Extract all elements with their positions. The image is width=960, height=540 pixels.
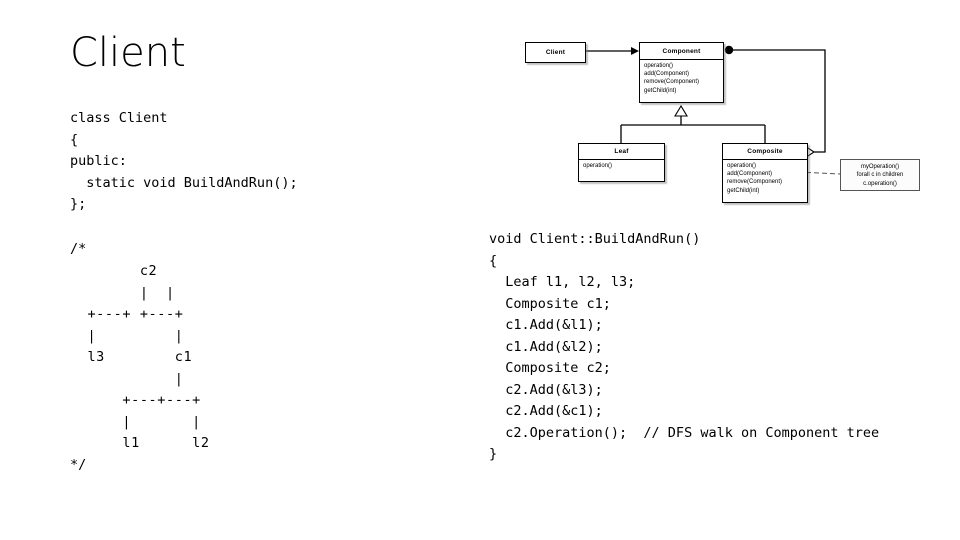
uml-component-divider — [640, 59, 723, 60]
aggregation-line-component-composite — [733, 49, 826, 153]
class-declaration-code: class Client { public: static void Build… — [70, 110, 298, 212]
implementation-code: void Client::BuildAndRun() { Leaf l1, l2… — [489, 231, 880, 462]
inheritance-triangle-icon — [674, 104, 688, 117]
uml-class-component-members: operation() add(Component) remove(Compon… — [644, 63, 700, 94]
uml-class-leaf-members: operation() — [583, 163, 613, 169]
ascii-tree-diagram: c2 | | +---+ +---+ | | l3 c1 | +---+---+… — [87, 263, 210, 451]
uml-class-component-title: Component — [662, 48, 701, 55]
uml-class-composite[interactable]: Composite operation() add(Component) rem… — [722, 143, 808, 203]
uml-class-composite-title: Composite — [747, 148, 783, 155]
uml-class-client[interactable]: Client — [525, 42, 586, 63]
comment-close-marker: */ — [70, 457, 87, 473]
uml-note-composite-operation[interactable]: myOperation() forall c in children c.ope… — [840, 159, 920, 191]
uml-class-component[interactable]: Component operation() add(Component) rem… — [639, 42, 724, 103]
arrowhead-icon — [631, 47, 639, 55]
page-title: Client — [70, 30, 186, 76]
aggregation-diamond-icon — [801, 147, 815, 157]
uml-class-client-title: Client — [545, 49, 566, 56]
aggregation-source-dot-icon — [724, 45, 734, 55]
uml-leaf-divider — [579, 159, 664, 160]
uml-class-composite-members: operation() add(Component) remove(Compon… — [727, 163, 783, 194]
note-anchor-dashed-line — [797, 171, 841, 175]
uml-composite-divider — [723, 159, 807, 160]
uml-class-leaf-title: Leaf — [614, 148, 629, 155]
uml-class-leaf[interactable]: Leaf operation() — [578, 143, 665, 182]
comment-open-marker: /* — [70, 241, 87, 257]
